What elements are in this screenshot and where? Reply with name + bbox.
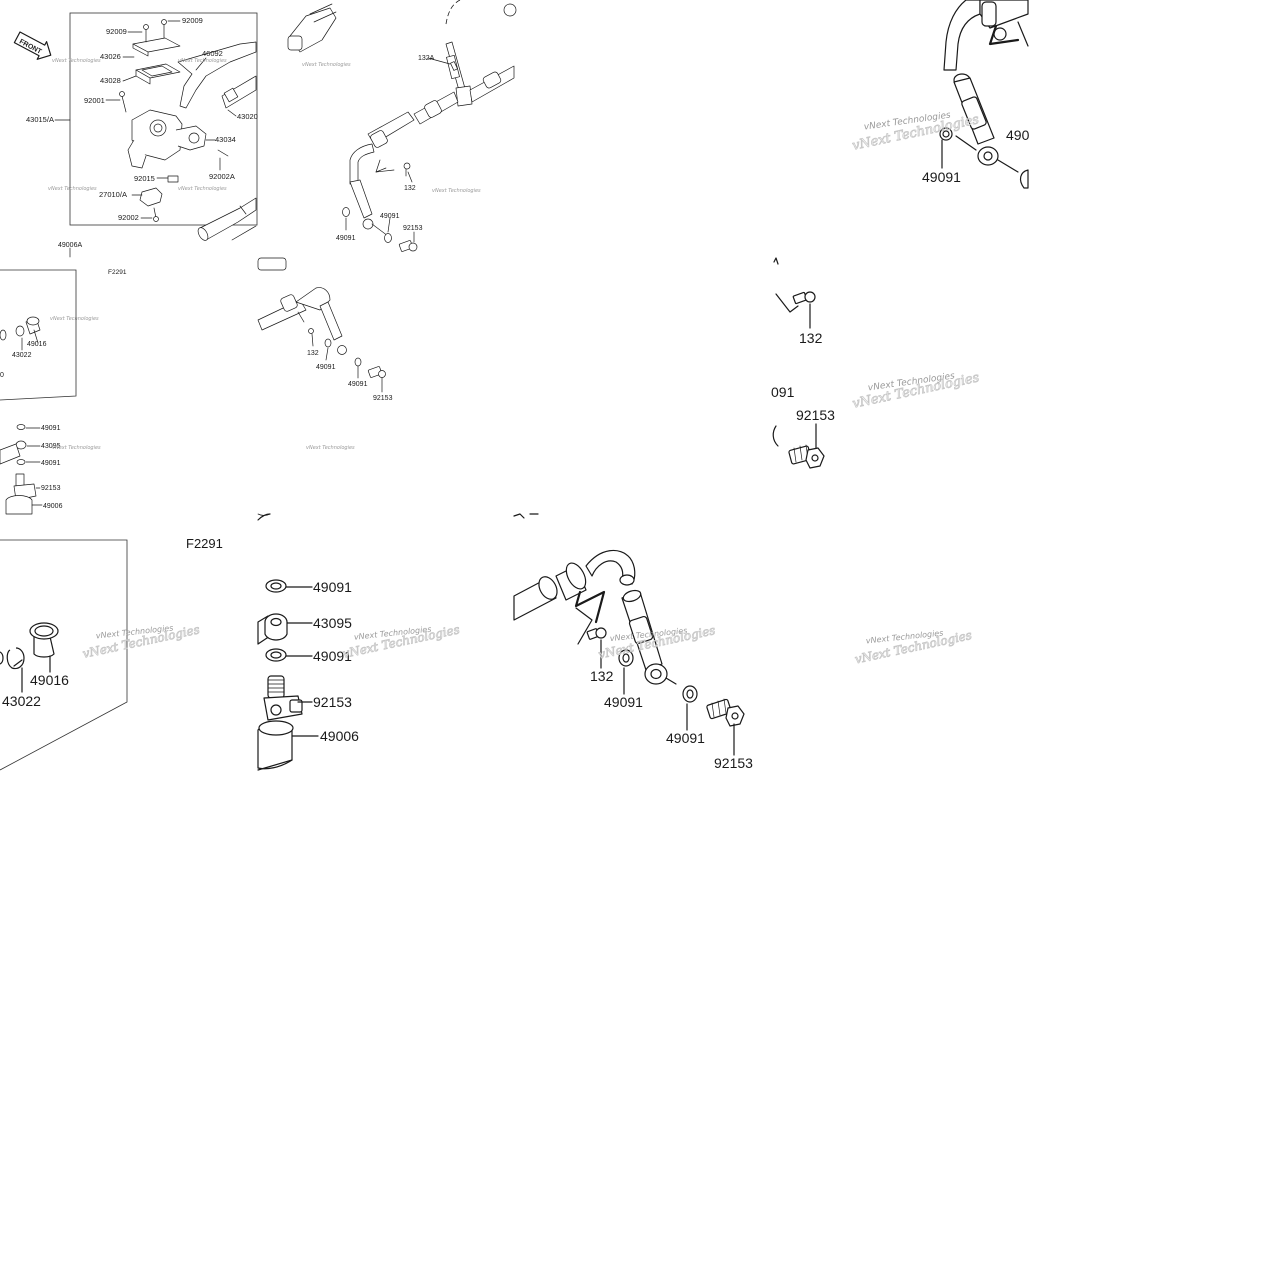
panel-frame — [0, 539, 128, 771]
watermark: vNext Technologies — [178, 186, 227, 192]
banjo-bolt-icon — [788, 444, 825, 469]
caliper-piston-icon — [0, 316, 41, 515]
bolt-icon — [792, 291, 816, 305]
washer-icon — [618, 649, 698, 703]
part-label: 43022 — [12, 352, 32, 359]
part-label: 43020 — [237, 112, 258, 121]
panel-lower-left-zoom: F2291 49016 43022 vNext Technologies vNe… — [0, 536, 223, 771]
panel-hose-union-zoom: 132 49091 49091 92153 vNext Technologies… — [513, 513, 753, 771]
washer-icon — [265, 648, 287, 662]
part-label: 46092 — [202, 49, 223, 58]
part-label: 091 — [771, 384, 795, 400]
part-label: 92001 — [84, 96, 105, 105]
part-label: 43022 — [2, 693, 41, 709]
panel-frame — [0, 269, 77, 401]
front-arrow-icon: FRONT — [13, 31, 52, 60]
watermark: vNext Technologies — [178, 58, 227, 64]
part-label: 43026 — [100, 52, 121, 61]
washer-icon — [265, 579, 287, 593]
brake-lever-icon — [177, 41, 257, 109]
piston-seal-icon — [0, 622, 59, 670]
part-label: 132 — [404, 185, 416, 192]
panel-caliper-stack-zoom: 49091 43095 49091 92153 49006 vNext Tech… — [257, 513, 461, 771]
panel-frame — [69, 12, 258, 226]
watermark: vNext Technologies — [48, 186, 97, 192]
caliper-body-icon — [257, 720, 294, 771]
part-label: 49091 — [380, 213, 400, 220]
part-label: 43095 — [41, 443, 61, 450]
part-label: 49091 — [41, 425, 61, 432]
part-label: 43034 — [215, 135, 236, 144]
part-label: 92009 — [106, 27, 127, 36]
watermark: vNext Technologies — [306, 445, 355, 451]
part-label: 43095 — [313, 615, 352, 631]
part-label: 92015 — [134, 174, 155, 183]
part-label: 92153 — [41, 485, 61, 492]
brake-hose-zoom-icon — [513, 549, 677, 685]
panel-hose-upper-overview: 132A 132 49091 49091 92153 vNext Technol… — [287, 0, 517, 252]
panel-empty-watermark: vNext Technologies vNext Technologies — [853, 628, 973, 667]
part-label: 49006 — [320, 728, 359, 744]
part-label: 49091 — [348, 381, 368, 388]
part-label: 43015/A — [26, 115, 54, 124]
part-label: 490 — [1006, 127, 1030, 143]
part-label: 132 — [307, 350, 319, 357]
banjo-bolt-icon — [342, 207, 418, 252]
part-label: 0 — [0, 372, 4, 379]
hose-clamp-icon — [287, 3, 517, 53]
brake-hose-icon — [349, 41, 515, 237]
part-label: 49091 — [313, 648, 352, 664]
part-label: 49091 — [666, 730, 705, 746]
part-label: 49091 — [922, 169, 961, 185]
panel-bolt-zoom-mid-right: 132 091 92153 vNext Technologies vNext T… — [771, 257, 981, 469]
banjo-fitting-icon — [257, 613, 288, 645]
banjo-bolt-icon — [706, 698, 745, 727]
leader-lines — [54, 20, 237, 258]
watermark: vNext Technologies — [52, 58, 101, 64]
part-label: 92009 — [182, 16, 203, 25]
part-label: 92153 — [313, 694, 352, 710]
part-label: 92153 — [403, 225, 423, 232]
brake-hose-zoom-icon — [939, 0, 1029, 189]
part-label: 49006 — [43, 503, 63, 510]
part-label: 43028 — [100, 76, 121, 85]
watermark: vNext Technologies — [52, 445, 101, 451]
part-label: 92002 — [118, 213, 139, 222]
part-label: 49091 — [316, 364, 336, 371]
part-label: 49016 — [30, 672, 69, 688]
part-label: 92153 — [714, 755, 753, 771]
handlebar-icon — [197, 75, 257, 241]
bleeder-valve-icon — [263, 675, 303, 721]
part-label: 49091 — [604, 694, 643, 710]
figure-ref-label: F2291 — [108, 269, 127, 276]
watermark: vNext Technologies — [432, 188, 481, 194]
master-cylinder-body-icon — [119, 91, 229, 183]
part-label: 49091 — [336, 235, 356, 242]
brake-switch-icon — [139, 187, 163, 222]
watermark: vNext Technologies — [302, 62, 351, 68]
panel-union-zoom-top-right: 49091 490 vNext Technologies vNext Techn… — [851, 0, 1030, 189]
part-label: 49006A — [58, 242, 82, 249]
part-label: 92002A — [209, 172, 235, 181]
figure-ref-label: F2291 — [186, 536, 223, 551]
part-label: 27010/A — [99, 190, 127, 199]
part-label: 92153 — [373, 395, 393, 402]
part-label: 49016 — [27, 341, 47, 348]
watermark: vNext Technologies — [50, 316, 99, 322]
brake-hose-icon — [257, 257, 386, 516]
panel-master-cylinder-overview: FRONT — [13, 12, 258, 276]
part-label: 132A — [418, 55, 435, 62]
panel-hose-lower-overview: 132 49091 49091 92153 vNext Technologies — [257, 257, 393, 516]
part-label: 92153 — [796, 407, 835, 423]
part-label: 49091 — [41, 460, 61, 467]
bolt-icon — [586, 627, 607, 640]
part-label: 132 — [590, 668, 614, 684]
reservoir-cap-icon — [132, 19, 181, 85]
part-label: 49091 — [313, 579, 352, 595]
part-label: 132 — [799, 330, 823, 346]
panel-lower-left-overview: 49016 43022 0 49091 43095 49091 92153 49… — [0, 269, 101, 515]
